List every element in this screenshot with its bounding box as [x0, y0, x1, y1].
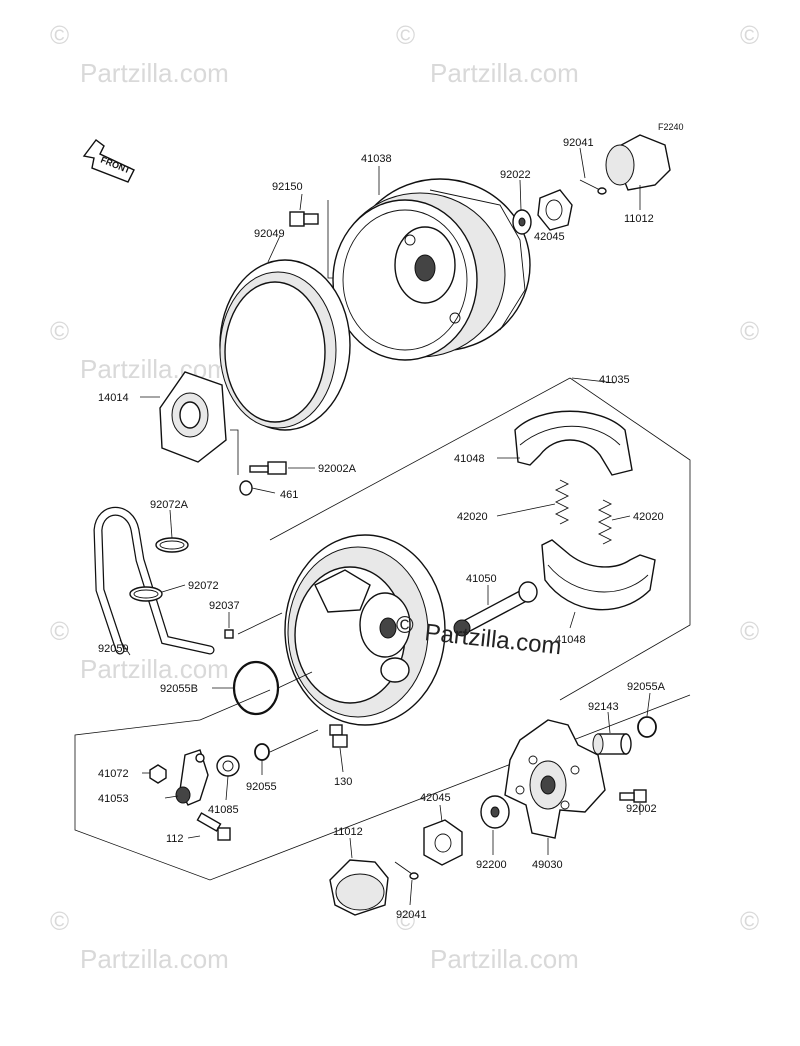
watermark-copyright-icon: © — [740, 906, 759, 936]
nut-41072 — [149, 764, 167, 784]
assembly-outline — [74, 200, 691, 881]
watermark-copyright-icon: © — [396, 20, 415, 50]
part-label-42020[interactable]: 42020 — [633, 511, 664, 523]
hub-cap-bottom — [329, 859, 389, 916]
part-label-92059[interactable]: 92059 — [98, 643, 129, 655]
clamp-92072A — [155, 537, 189, 553]
part-label-41053[interactable]: 41053 — [98, 793, 129, 805]
brake-shoe-bottom — [541, 539, 656, 611]
part-label-92150[interactable]: 92150 — [272, 181, 303, 193]
brake-drum — [332, 178, 531, 361]
front-arrow-icon: FRONT — [82, 139, 135, 183]
diagram-code: F2240 — [658, 122, 684, 132]
part-label-92041[interactable]: 92041 — [396, 909, 427, 921]
part-label-41085[interactable]: 41085 — [208, 804, 239, 816]
camshaft — [453, 581, 538, 637]
part-label-92072[interactable]: 92072 — [188, 580, 219, 592]
watermark: Partzilla.com — [80, 654, 229, 684]
leader-lines — [119, 147, 651, 906]
watermark-copyright-icon: © — [50, 906, 69, 936]
o-ring-92055A — [637, 716, 657, 738]
part-label-92049[interactable]: 92049 — [254, 228, 285, 240]
part-label-41048[interactable]: 41048 — [555, 634, 586, 646]
watermark-copyright-icon: © — [50, 316, 69, 346]
watermark: Partzilla.com — [80, 58, 229, 88]
part-label-461[interactable]: 461 — [280, 489, 298, 501]
bolt-112 — [196, 812, 231, 841]
washer-41085 — [216, 755, 240, 777]
part-label-41050[interactable]: 41050 — [466, 573, 497, 585]
part-label-92041[interactable]: 92041 — [563, 137, 594, 149]
part-label-41072[interactable]: 41072 — [98, 768, 129, 780]
part-label-42045[interactable]: 42045 — [534, 231, 565, 243]
part-label-42020[interactable]: 42020 — [457, 511, 488, 523]
brand-copyright-icon: © — [396, 612, 414, 639]
part-label-14014[interactable]: 14014 — [98, 392, 129, 404]
o-ring-92055 — [254, 743, 270, 761]
part-label-92072A[interactable]: 92072A — [150, 499, 189, 511]
cotter-pin-bottom — [394, 861, 419, 880]
watermark-copyright-icon: © — [740, 316, 759, 346]
part-label-92002[interactable]: 92002 — [626, 803, 657, 815]
watermark-copyright-icon: © — [396, 906, 415, 936]
bolt-92150 — [289, 211, 319, 227]
cotter-pin-top — [579, 179, 607, 195]
castle-nut-top — [537, 189, 573, 231]
spring-left — [554, 479, 570, 525]
clamp-92072 — [129, 586, 163, 602]
drum-seal — [219, 259, 351, 431]
fitting-92037 — [224, 629, 234, 639]
brake-panel — [284, 534, 446, 726]
wheel-hub — [504, 719, 606, 839]
bearing-plate — [159, 371, 227, 463]
spring-right — [597, 499, 613, 545]
part-label-42045[interactable]: 42045 — [420, 792, 451, 804]
watermarks: © Partzilla.com © Partzilla.com © © Part… — [50, 20, 759, 974]
part-label-130[interactable]: 130 — [334, 776, 352, 788]
brake-lever — [175, 749, 209, 806]
part-label-11012[interactable]: 11012 — [333, 826, 363, 838]
part-label-92143[interactable]: 92143 — [588, 701, 619, 713]
part-label-92055[interactable]: 92055 — [246, 781, 277, 793]
part-label-41038[interactable]: 41038 — [361, 153, 392, 165]
watermark: Partzilla.com — [430, 58, 579, 88]
part-label-92055B[interactable]: 92055B — [160, 683, 198, 695]
brand-text: Partzilla.com — [423, 619, 562, 660]
washer-92200 — [480, 795, 510, 829]
part-label-92002A[interactable]: 92002A — [318, 463, 357, 475]
watermark-copyright-icon: © — [740, 20, 759, 50]
part-label-92200[interactable]: 92200 — [476, 859, 507, 871]
watermark: Partzilla.com — [80, 944, 229, 974]
part-label-41035[interactable]: 41035 — [599, 374, 630, 386]
castle-nut-bottom — [423, 819, 463, 866]
washer-92022 — [512, 209, 532, 235]
part-label-41048[interactable]: 41048 — [454, 453, 485, 465]
watermark-copyright-icon: © — [50, 616, 69, 646]
watermark: Partzilla.com — [430, 944, 579, 974]
hub-cap-top — [605, 134, 671, 191]
part-labels: 41038 92022 92041 11012 42045 92150 9204… — [98, 137, 666, 921]
part-label-92055A[interactable]: 92055A — [627, 681, 666, 693]
bolt-92002A — [249, 461, 287, 475]
bolt-130 — [329, 724, 348, 748]
breather-hose — [93, 506, 215, 655]
part-label-92022[interactable]: 92022 — [500, 169, 531, 181]
washer-461 — [239, 480, 253, 496]
part-label-92037[interactable]: 92037 — [209, 600, 240, 612]
part-label-11012[interactable]: 11012 — [624, 213, 654, 225]
brake-shoe-top — [514, 410, 633, 476]
bolt-92002 — [619, 789, 647, 803]
part-label-112[interactable]: 112 — [166, 833, 184, 845]
watermark-copyright-icon: © — [50, 20, 69, 50]
collar-92143 — [592, 733, 632, 755]
part-label-49030[interactable]: 49030 — [532, 859, 563, 871]
o-ring-92055B — [232, 660, 280, 716]
watermark-copyright-icon: © — [740, 616, 759, 646]
